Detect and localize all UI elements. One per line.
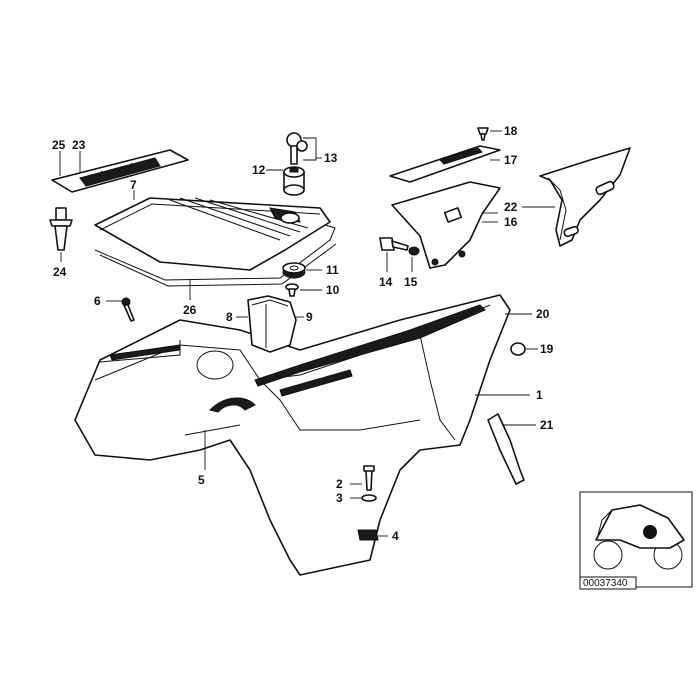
callout-19: 19 — [540, 342, 554, 356]
callout-18: 18 — [504, 124, 518, 138]
callout-21: 21 — [540, 418, 554, 432]
callout-2: 2 — [336, 477, 343, 491]
callout-25: 25 — [52, 138, 66, 152]
keys-part-13 — [286, 132, 308, 165]
clip-part-24 — [49, 207, 73, 251]
reference-number: 00037340 — [583, 578, 628, 589]
callout-22: 22 — [504, 200, 518, 214]
callout-8: 8 — [226, 310, 233, 324]
callout-20: 20 — [536, 307, 550, 321]
callout-6: 6 — [94, 294, 101, 308]
bolt-part-14 — [379, 237, 409, 251]
motorcycle-locator-thumbnail: 00037340 — [579, 491, 693, 590]
callout-11: 11 — [326, 263, 339, 277]
callout-1: 1 — [536, 388, 543, 402]
mounting-plate-part-16 — [391, 181, 501, 269]
callout-4: 4 — [392, 529, 399, 543]
lid-part-7 — [94, 197, 331, 271]
washer-part-15 — [408, 246, 420, 256]
screw-part-6 — [121, 297, 135, 322]
storage-compartment-part-1 — [74, 294, 511, 576]
callout-23: 23 — [72, 138, 86, 152]
screw-part-10 — [285, 283, 299, 297]
callout-24: 24 — [53, 265, 67, 279]
cap-part-19 — [510, 342, 526, 356]
bracket-part-17 — [389, 145, 501, 183]
side-panel-part-22 — [539, 147, 631, 247]
bushing-part-11 — [282, 262, 306, 279]
clip-nut-part-4 — [357, 529, 379, 541]
tool-tray-part-23 — [51, 149, 189, 193]
callout-10: 10 — [326, 283, 340, 297]
callout-12: 12 — [252, 163, 266, 177]
cover-part-8 — [247, 295, 297, 353]
screw-part-18 — [477, 127, 489, 141]
seal-part-26 — [94, 224, 337, 287]
lock-cylinder-part-12 — [283, 166, 305, 196]
strip-part-21 — [487, 413, 525, 485]
callout-14: 14 — [379, 275, 393, 289]
callout-15: 15 — [404, 275, 418, 289]
motorcycle-icon — [593, 504, 685, 570]
callout-13: 13 — [324, 151, 338, 165]
callout-9: 9 — [306, 310, 313, 324]
callout-16: 16 — [504, 215, 518, 229]
callout-26: 26 — [183, 303, 197, 317]
callout-7: 7 — [130, 178, 137, 192]
callout-17: 17 — [504, 153, 518, 167]
washer-part-3 — [361, 494, 377, 502]
callout-3: 3 — [336, 491, 343, 505]
leader-13 — [303, 137, 317, 161]
callout-5: 5 — [198, 473, 205, 487]
screw-part-2 — [363, 465, 375, 491]
